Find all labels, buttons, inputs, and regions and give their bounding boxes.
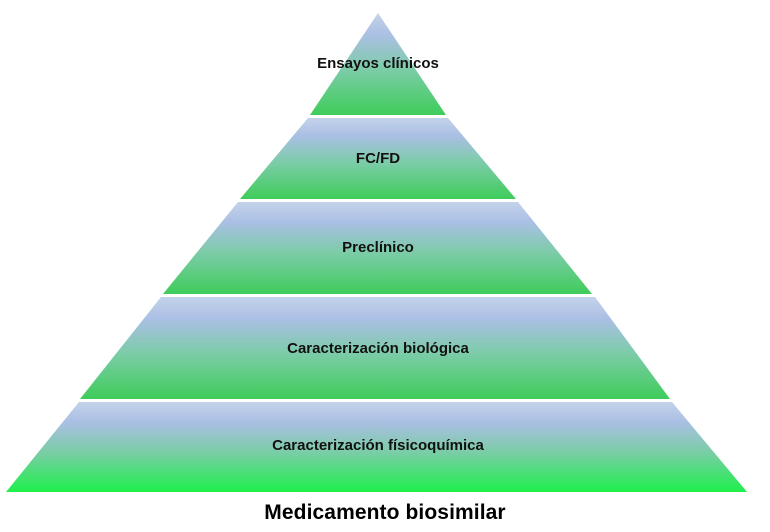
pyramid-tier-preclinico: Preclínico: [163, 202, 592, 294]
tier-label: FC/FD: [356, 150, 400, 167]
tier-label: Caracterización biológica: [287, 340, 469, 357]
pyramid-caption: Medicamento biosimilar: [264, 501, 506, 524]
pyramid-tier-caracterizacion-biologica: Caracterización biológica: [80, 297, 670, 399]
tier-label: Caracterización físicoquímica: [272, 437, 484, 454]
tier-shape: [310, 13, 446, 115]
tier-shape: [240, 118, 516, 199]
pyramid-tier-ensayos-clinicos: Ensayos clínicos: [310, 13, 446, 115]
tier-label: Ensayos clínicos: [317, 55, 439, 72]
tier-label: Preclínico: [342, 239, 414, 256]
tier-shape: [6, 402, 747, 492]
pyramid-tier-fc-fd: FC/FD: [240, 118, 516, 199]
tier-shape: [163, 202, 592, 294]
pyramid-tier-caracterizacion-fisicoquimica: Caracterización físicoquímica: [6, 402, 747, 492]
tier-shape: [80, 297, 670, 399]
